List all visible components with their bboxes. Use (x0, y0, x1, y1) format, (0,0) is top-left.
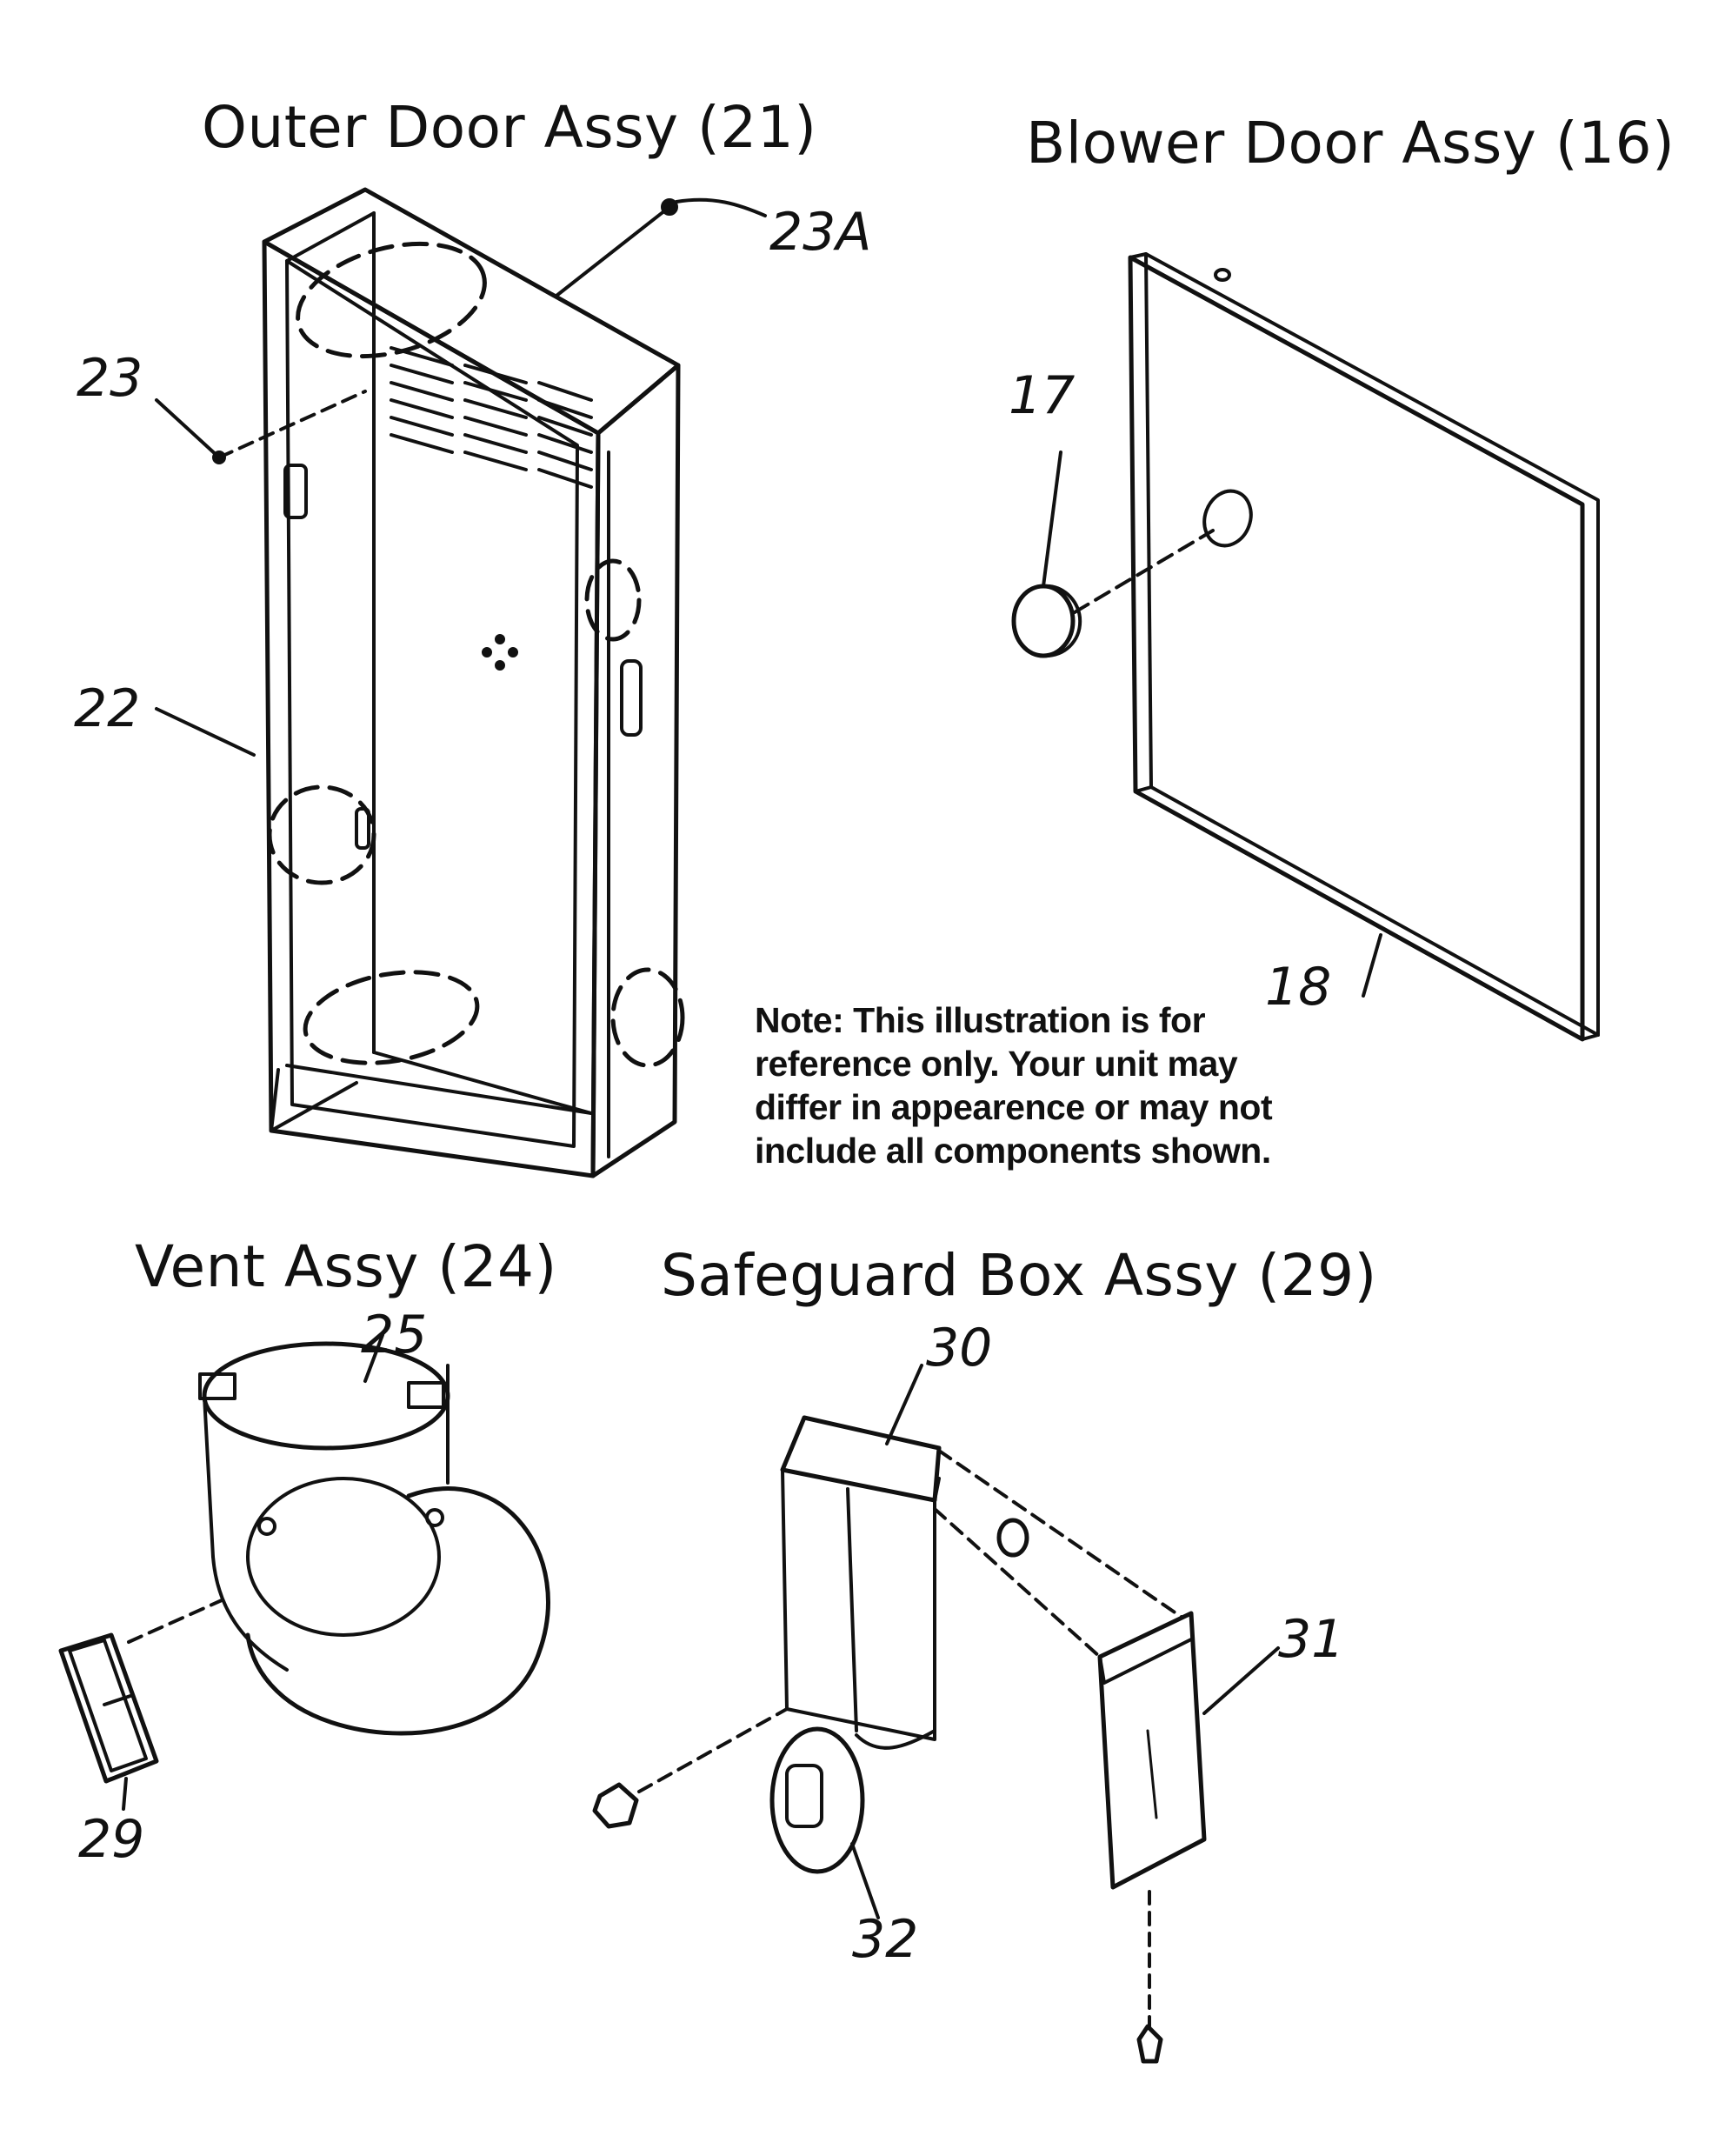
reference-note: Note: This illustration is for reference… (755, 998, 1346, 1172)
note-line-2: reference only. Your unit may (755, 1044, 1238, 1084)
safeguard-leader-lines (637, 1364, 1280, 2028)
blower-door-panel (1011, 252, 1600, 1042)
title-blower-door-assy: Blower Door Assy (16) (1026, 110, 1675, 177)
callout-23: 23 (77, 348, 143, 409)
vent-leader-lines (122, 1333, 384, 1811)
callout-32: 32 (852, 1909, 919, 1970)
note-line-3: differ in appearence or may not (755, 1087, 1273, 1127)
note-line-1: Note: This illustration is for (755, 1000, 1206, 1040)
callout-17: 17 (1009, 365, 1076, 426)
callout-22: 22 (74, 678, 141, 739)
callout-30: 30 (926, 1318, 993, 1378)
title-safeguard-box-assy: Safeguard Box Assy (29) (661, 1242, 1377, 1309)
callout-18: 18 (1265, 957, 1332, 1018)
outer-door-leader-lines (155, 197, 767, 757)
callout-31: 31 (1278, 1609, 1345, 1670)
safeguard-box (592, 1415, 1207, 2064)
callout-25: 25 (361, 1305, 428, 1365)
vent-elbow (58, 1341, 550, 1784)
outer-door-cabinet (212, 187, 685, 1178)
note-line-4: include all components shown. (755, 1131, 1271, 1171)
title-outer-door-assy: Outer Door Assy (21) (202, 94, 817, 161)
callout-29: 29 (78, 1809, 145, 1870)
title-vent-assy: Vent Assy (24) (135, 1233, 557, 1300)
callout-23a: 23A (769, 202, 872, 263)
blower-door-leader-lines (1042, 451, 1382, 998)
